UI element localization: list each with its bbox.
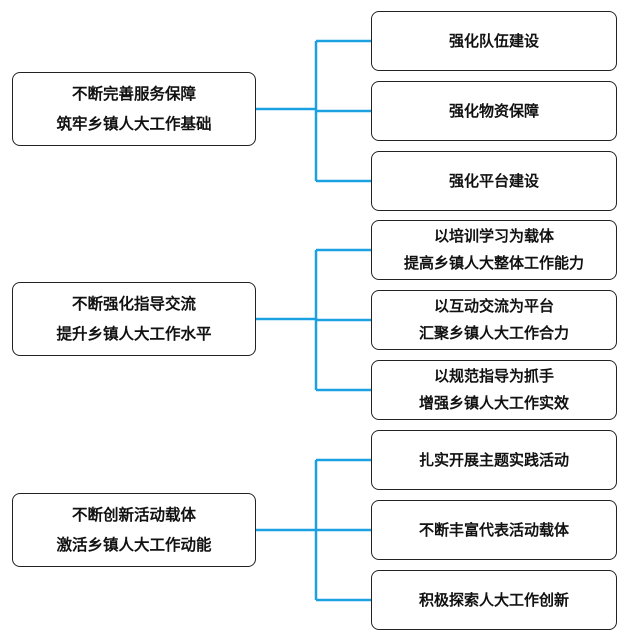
item-box-line: 强化队伍建设 [448,32,539,50]
main-box-line: 激活乡镇人大工作动能 [56,535,212,554]
item-box-line: 强化物资保障 [448,102,539,120]
item-box-deputy-activities: 不断丰富代表活动载体 [371,500,617,560]
item-box-line: 增强乡镇人大工作实效 [418,394,569,412]
connector-group-3 [256,458,371,602]
main-box-guidance-exchange: 不断强化指导交流 提升乡镇人大工作水平 [12,282,256,356]
main-box-line: 不断完善服务保障 [71,84,196,103]
item-box-platform-building: 强化平台建设 [371,151,617,211]
main-box-line: 筑牢乡镇人大工作基础 [56,114,212,133]
item-box-training-learning: 以培训学习为载体 提高乡镇人大整体工作能力 [371,220,617,280]
main-box-line: 不断创新活动载体 [71,505,196,524]
main-box-innovate-activities: 不断创新活动载体 激活乡镇人大工作动能 [12,493,256,567]
item-box-line: 以培训学习为载体 [433,227,554,245]
item-box-standard-guidance: 以规范指导为抓手 增强乡镇人大工作实效 [371,360,617,420]
connector-group-2 [256,248,371,392]
item-box-team-building: 强化队伍建设 [371,11,617,71]
item-box-line: 强化平台建设 [448,172,539,190]
main-box-service-guarantee: 不断完善服务保障 筑牢乡镇人大工作基础 [12,72,256,146]
item-box-line: 以互动交流为平台 [433,297,554,315]
item-box-line: 以规范指导为抓手 [433,367,554,385]
item-box-interactive-exchange: 以互动交流为平台 汇聚乡镇人大工作合力 [371,290,617,350]
item-box-line: 不断丰富代表活动载体 [418,521,569,539]
main-box-line: 提升乡镇人大工作水平 [56,324,212,343]
item-box-line: 提高乡镇人大整体工作能力 [403,254,584,272]
item-box-material-guarantee: 强化物资保障 [371,81,617,141]
connector-group-1 [256,39,371,183]
item-box-line: 汇聚乡镇人大工作合力 [418,324,569,342]
item-box-line: 扎实开展主题实践活动 [418,451,569,469]
main-box-line: 不断强化指导交流 [71,294,196,313]
item-box-explore-innovation: 积极探索人大工作创新 [371,570,617,630]
item-box-line: 积极探索人大工作创新 [418,591,569,609]
item-box-theme-practice: 扎实开展主题实践活动 [371,430,617,490]
